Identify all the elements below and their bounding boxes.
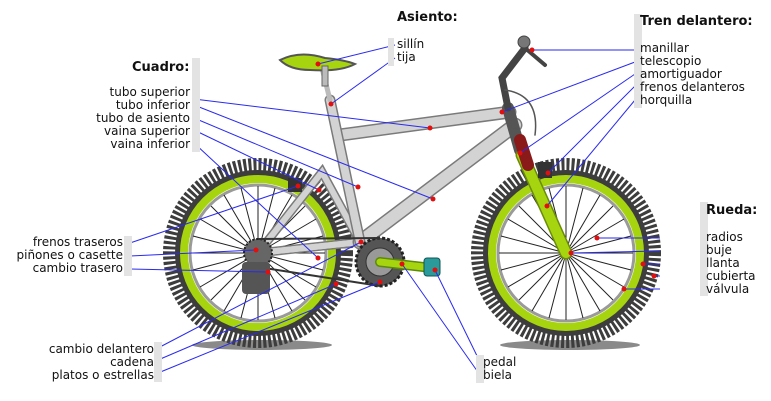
label-bar-asiento: [388, 38, 394, 66]
label-pinones-casette: piñones o casette: [16, 248, 124, 262]
label-sillin: sillín: [397, 37, 425, 51]
saddle: [278, 53, 358, 87]
label-vaina-superior: vaina superior: [104, 124, 190, 138]
label-valvula: válvula: [706, 282, 750, 296]
part-markers: [253, 47, 657, 292]
label-frenos-traseros: frenos traseros: [32, 235, 123, 249]
label-tubo-superior: tubo superior: [109, 85, 190, 99]
group-title-asiento: Asiento:: [397, 10, 458, 25]
group-title-tren-delantero: Tren delantero:: [640, 14, 753, 29]
label-buje: buje: [706, 243, 732, 257]
group-title-rueda: Rueda:: [706, 203, 758, 218]
label-bar-trasera: [124, 236, 132, 276]
drivetrain: [242, 162, 552, 294]
label-amortiguador: amortiguador: [640, 67, 722, 81]
label-cadena: cadena: [110, 355, 154, 369]
label-biela: biela: [483, 368, 513, 382]
label-bar-delantera: [154, 342, 162, 382]
label-pedal: pedal: [483, 355, 517, 369]
group-title-cuadro: Cuadro:: [132, 60, 190, 75]
label-tubo-inferior: tubo inferior: [115, 98, 190, 112]
handlebar: [498, 35, 547, 136]
label-platos-estrellas: platos o estrellas: [51, 368, 154, 382]
label-bar-pedales: [476, 355, 484, 383]
front-fork: [514, 134, 573, 260]
label-radios: radios: [706, 230, 743, 244]
label-tija: tija: [397, 50, 416, 64]
label-cambio-trasero: cambio trasero: [32, 261, 123, 275]
label-vaina-inferior: vaina inferior: [110, 137, 190, 151]
front-wheel-shadow: [500, 340, 640, 350]
label-bar-cuadro: [192, 58, 200, 152]
label-frenos-delanteros: frenos delanteros: [640, 80, 745, 94]
label-horquilla: horquilla: [640, 93, 693, 107]
label-llanta: llanta: [706, 256, 740, 270]
label-tubo-de-asiento: tubo de asiento: [96, 111, 190, 125]
label-cubierta: cubierta: [706, 269, 756, 283]
label-bar-tren: [634, 14, 642, 108]
label-bar-rueda: [700, 202, 708, 296]
rear-wheel-shadow: [192, 340, 332, 350]
label-manillar: manillar: [640, 41, 689, 55]
frame: [247, 65, 526, 259]
leader-lines: [129, 44, 661, 376]
label-telescopio: telescopio: [640, 54, 702, 68]
label-cambio-delantero: cambio delantero: [48, 342, 154, 356]
